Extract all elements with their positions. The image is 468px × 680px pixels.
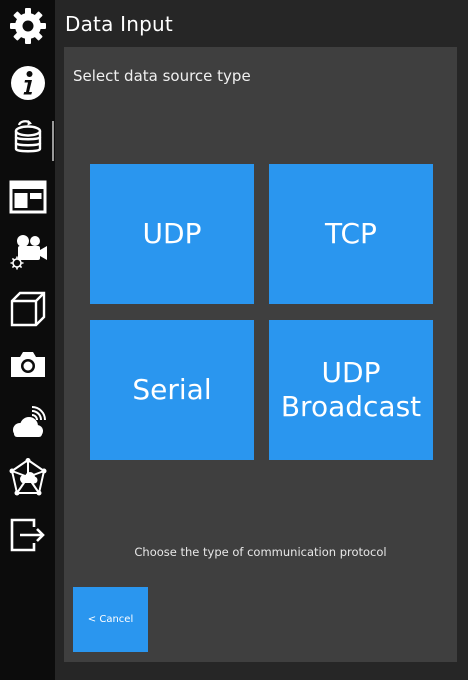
- video-camera-settings-icon: [10, 235, 47, 270]
- gear-icon: [9, 8, 46, 44]
- cloud-signal-icon: [12, 406, 46, 437]
- sidebar-item-screenshot[interactable]: [0, 338, 55, 390]
- serial-option-button[interactable]: Serial: [90, 320, 254, 460]
- sidebar-item-cloud[interactable]: [0, 397, 55, 449]
- select-source-prompt: Select data source type: [73, 67, 251, 85]
- sidebar-item-exit[interactable]: [0, 509, 55, 561]
- sidebar: [0, 0, 55, 680]
- camera-icon: [10, 352, 45, 377]
- sidebar-item-settings[interactable]: [0, 0, 55, 52]
- cube-icon: [10, 291, 45, 327]
- sidebar-item-3d-view[interactable]: [0, 283, 55, 335]
- layout-icon: [9, 180, 46, 214]
- udp-broadcast-option-button[interactable]: UDP Broadcast: [269, 320, 433, 460]
- info-icon: [10, 66, 45, 100]
- protocol-hint: Choose the type of communication protoco…: [134, 545, 387, 559]
- exit-icon: [10, 518, 45, 552]
- sidebar-item-video[interactable]: [0, 225, 55, 277]
- data-source-panel: Select data source type UDP TCP Serial U…: [64, 47, 457, 662]
- sidebar-item-network[interactable]: [0, 451, 55, 503]
- udp-option-button[interactable]: UDP: [90, 164, 254, 304]
- tcp-option-button[interactable]: TCP: [269, 164, 433, 304]
- sidebar-item-data-input[interactable]: [0, 113, 55, 165]
- sidebar-item-info[interactable]: [0, 57, 55, 109]
- cancel-button[interactable]: < Cancel: [73, 587, 148, 652]
- database-icon: [14, 120, 41, 153]
- page-title: Data Input: [65, 12, 173, 36]
- sidebar-item-layout[interactable]: [0, 171, 55, 223]
- network-icon: [9, 458, 46, 496]
